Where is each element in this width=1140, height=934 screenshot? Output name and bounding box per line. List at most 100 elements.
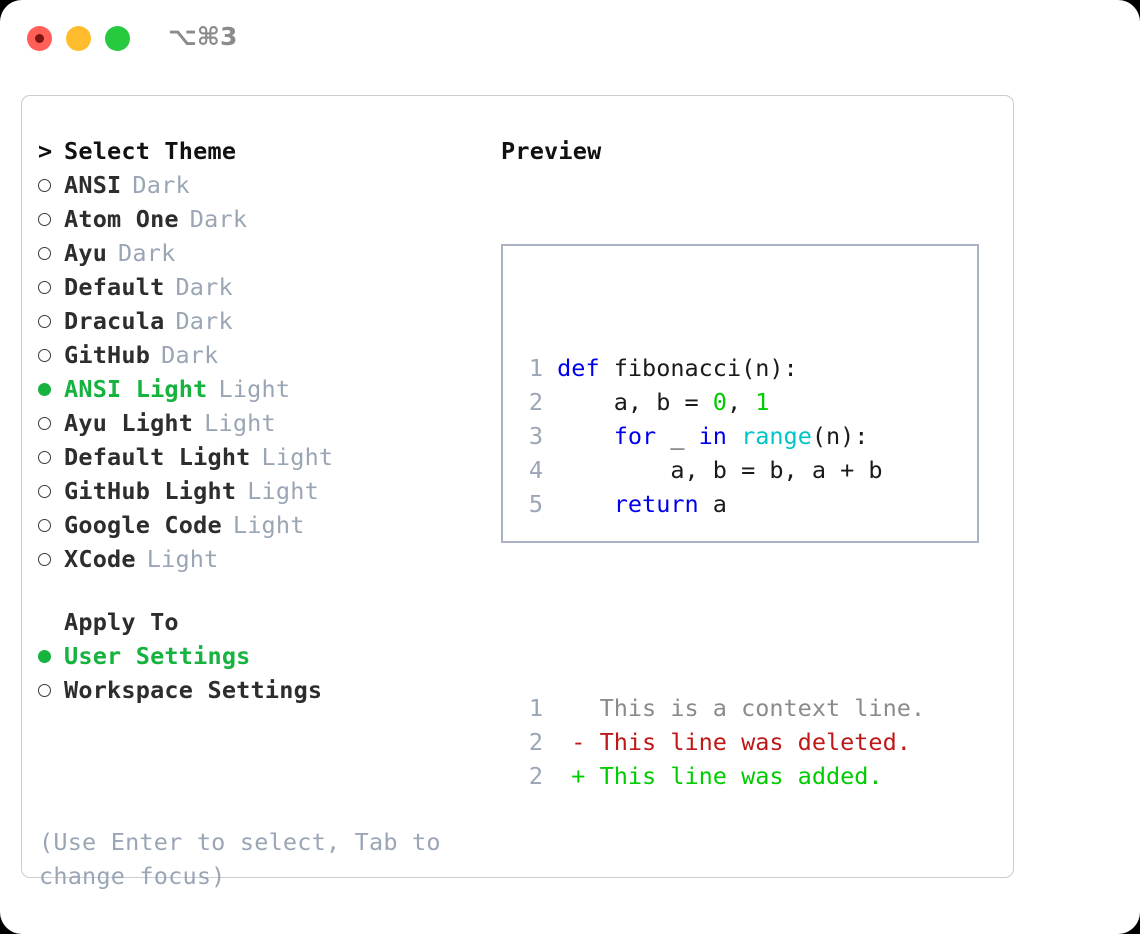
apply-to-option-label: User Settings xyxy=(64,642,251,670)
theme-kind-badge: Light xyxy=(232,511,305,539)
code-token-kw: for xyxy=(613,422,657,450)
theme-name: Default xyxy=(64,273,165,301)
radio-unselected-icon xyxy=(38,344,64,368)
radio-unselected-icon xyxy=(38,553,51,566)
preview-column: Preview 1 def fibonacci(n):2 a, b = 0, 1… xyxy=(501,137,1001,790)
radio-unselected-icon xyxy=(38,412,64,436)
radio-unselected-icon xyxy=(38,276,64,300)
code-token-kw: in xyxy=(698,422,727,450)
radio-unselected-icon xyxy=(38,349,51,362)
line-number: 3 xyxy=(528,422,543,450)
radio-unselected-icon xyxy=(38,208,64,232)
line-number: 2 xyxy=(528,388,543,416)
diff-sign: + xyxy=(571,762,586,790)
theme-kind-badge: Light xyxy=(146,545,219,573)
radio-unselected-icon xyxy=(38,242,64,266)
diff-line: 2 + This line was added. xyxy=(515,759,925,793)
theme-name: ANSI xyxy=(64,171,122,199)
theme-list-item[interactable]: Google Code Light xyxy=(38,511,498,545)
theme-kind-badge: Dark xyxy=(175,273,233,301)
line-number: 2 xyxy=(528,762,543,790)
code-token-txt xyxy=(557,422,614,450)
theme-list-item[interactable]: Default Dark xyxy=(38,273,498,307)
caret-icon: > xyxy=(38,137,53,165)
diff-line: 1 This is a context line. xyxy=(515,691,925,725)
diff-text: This line was deleted. xyxy=(585,728,911,756)
diff-text: This is a context line. xyxy=(585,694,926,722)
apply-to-option[interactable]: User Settings xyxy=(38,642,498,676)
theme-name: Google Code xyxy=(64,511,222,539)
theme-name: GitHub Light xyxy=(64,477,237,505)
code-token-kw: return xyxy=(613,490,699,518)
select-theme-header: > Select Theme xyxy=(38,137,498,171)
theme-name: GitHub xyxy=(64,341,151,369)
radio-unselected-icon xyxy=(38,480,64,504)
line-number: 1 xyxy=(528,354,543,382)
radio-unselected-icon xyxy=(38,281,51,294)
page-title: Select Theme xyxy=(64,137,237,165)
theme-list-item[interactable]: GitHub Light Light xyxy=(38,477,498,511)
title-bar: ⌥⌘3 xyxy=(0,0,1140,78)
radio-unselected-icon xyxy=(38,451,51,464)
diff-text: This line was added. xyxy=(585,762,883,790)
radio-unselected-icon xyxy=(38,446,64,470)
theme-kind-badge: Dark xyxy=(189,205,248,233)
code-token-txt xyxy=(557,490,614,518)
maximize-button[interactable] xyxy=(105,26,130,51)
radio-selected-icon xyxy=(38,383,51,396)
radio-unselected-icon xyxy=(38,247,51,260)
code-token-fn: range xyxy=(741,422,812,450)
radio-unselected-icon xyxy=(38,485,51,498)
keyboard-hint-text: (Use Enter to select, Tab to change focu… xyxy=(39,828,441,890)
radio-unselected-icon xyxy=(38,548,64,572)
code-token-txt: a, b = b, a + b xyxy=(557,456,883,484)
radio-selected-icon xyxy=(38,650,51,663)
theme-kind-badge: Dark xyxy=(118,239,176,267)
code-line: 5 return a xyxy=(515,487,925,521)
theme-kind-badge: Light xyxy=(247,477,319,505)
apply-to-option-label: Workspace Settings xyxy=(64,676,323,704)
code-line: 4 a, b = b, a + b xyxy=(515,453,925,487)
theme-kind-badge: Light xyxy=(261,443,334,471)
radio-unselected-icon xyxy=(38,213,51,226)
code-token-txt: _ xyxy=(656,422,699,450)
theme-list-item[interactable]: ANSI Dark xyxy=(38,171,498,205)
theme-name: Ayu Light xyxy=(64,409,194,437)
close-button[interactable] xyxy=(27,26,52,51)
code-token-num: 1 xyxy=(755,388,770,416)
theme-name: Ayu xyxy=(64,239,108,267)
theme-kind-badge: Dark xyxy=(175,307,233,335)
theme-list-item[interactable]: Ayu Dark xyxy=(38,239,498,273)
radio-unselected-icon xyxy=(38,684,51,697)
theme-kind-badge: Dark xyxy=(132,171,190,199)
keyboard-shortcut-label: ⌥⌘3 xyxy=(168,22,238,51)
line-number: 4 xyxy=(528,456,543,484)
radio-unselected-icon xyxy=(38,679,64,703)
diff-line: 2 - This line was deleted. xyxy=(515,725,925,759)
code-token-txt: (n): xyxy=(811,422,869,450)
apply-to-option[interactable]: Workspace Settings xyxy=(38,676,498,710)
apply-to-label: Apply To xyxy=(64,608,179,636)
traffic-lights xyxy=(27,26,130,51)
line-number: 1 xyxy=(528,694,543,722)
diff-sign xyxy=(571,694,585,722)
code-token-txt: a xyxy=(698,490,727,518)
code-token-txt: a, b = xyxy=(557,388,713,416)
code-line: 1 def fibonacci(n): xyxy=(515,351,925,385)
marker-placeholder: o xyxy=(38,611,64,635)
minimize-button[interactable] xyxy=(66,26,91,51)
code-token-kw: def xyxy=(557,354,600,382)
radio-unselected-icon xyxy=(38,417,51,430)
spacer xyxy=(38,579,498,608)
radio-unselected-icon xyxy=(38,514,64,538)
